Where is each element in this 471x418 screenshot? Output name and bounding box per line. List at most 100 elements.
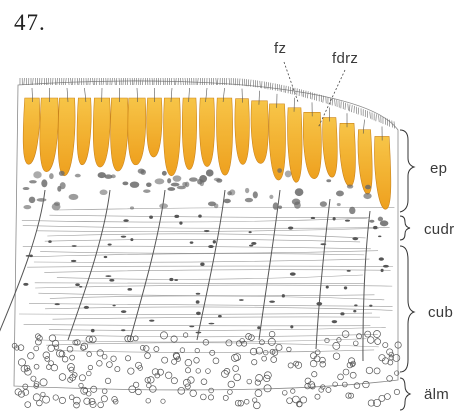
nucleus [198,214,202,217]
cilium [115,78,116,85]
nucleus [344,286,347,289]
cilium [286,86,287,93]
cilium [323,96,324,103]
circle-body [363,381,370,388]
circle-body [161,399,165,403]
circle-body [276,344,282,350]
nucleus [282,294,285,297]
granule [130,206,134,209]
granule [227,191,232,195]
nucleus [105,275,111,277]
circle-body [315,350,320,355]
cilium [280,84,281,91]
brace-cudr [400,216,410,240]
circle-body [101,396,107,402]
label-ep: ep [430,160,447,177]
circle-body [46,365,51,370]
nucleus [249,231,252,233]
nucleus [121,310,126,313]
circle-body [244,399,249,404]
granule [171,183,180,187]
granule [182,182,187,187]
nucleus [71,260,76,262]
granule [29,180,37,183]
nucleus [381,269,384,272]
nuclei [23,214,389,333]
circle-body [262,356,267,361]
fiber-line [45,239,360,242]
circle-body [73,397,80,404]
nucleus [149,216,153,219]
circle-body [342,331,349,338]
granule [253,191,258,198]
fiber-line [23,226,390,229]
fiber-line [35,283,364,284]
circle-body [79,375,85,381]
granule [155,178,165,184]
cilium [392,121,393,128]
nucleus [340,312,344,315]
granule [273,202,279,209]
circle-body [354,383,360,389]
circle-body [48,345,55,352]
nucleus [383,265,389,268]
circle-body [107,362,113,368]
granule [295,188,304,196]
gland-cell [77,98,91,165]
gland-cell [58,98,75,176]
circle-body [86,371,91,376]
circle-body [105,378,110,383]
circle-body [310,360,317,367]
nucleus [121,329,125,331]
circle-body [25,402,31,408]
nucleus [239,299,244,301]
circle-body [195,348,199,352]
circle-body [315,394,320,399]
circle-body [366,367,373,374]
fiber-line [50,296,384,300]
nucleus [204,230,210,232]
circle-body [41,392,45,396]
nucleus [290,272,296,275]
cilium [348,104,349,111]
nucleus [108,244,112,246]
circle-body [180,348,185,353]
brace-ep [400,130,414,212]
granule [167,178,171,183]
granule [57,186,61,192]
circle-body [353,341,358,346]
cilium [216,78,217,85]
cilium [77,78,78,85]
circle-body [43,396,50,403]
nucleus [332,320,337,323]
gland-cell [217,98,233,175]
nucleus [354,304,357,306]
circle-body [228,390,233,395]
circle-body [209,388,214,393]
nucleus [288,226,293,229]
granule [111,174,116,178]
nucleus [149,320,154,322]
circle-body [367,337,374,344]
gland-cell [23,98,40,164]
cilium [312,92,313,99]
circle-body [365,331,371,337]
granule [173,175,182,181]
fiber-line [44,270,390,273]
granule [143,189,150,193]
circle-body [143,346,149,352]
brace-alm [400,378,410,410]
granule [200,180,205,186]
circle-body [255,380,260,385]
circle-body [223,395,228,400]
cilium [71,78,72,85]
circle-body [343,369,349,375]
circle-body [333,353,340,360]
circle-body [35,339,41,345]
granule [69,194,79,200]
granule [130,181,139,187]
granule [33,171,41,178]
cilium [379,115,380,122]
circle-body [40,379,47,386]
circle-body [88,365,93,370]
